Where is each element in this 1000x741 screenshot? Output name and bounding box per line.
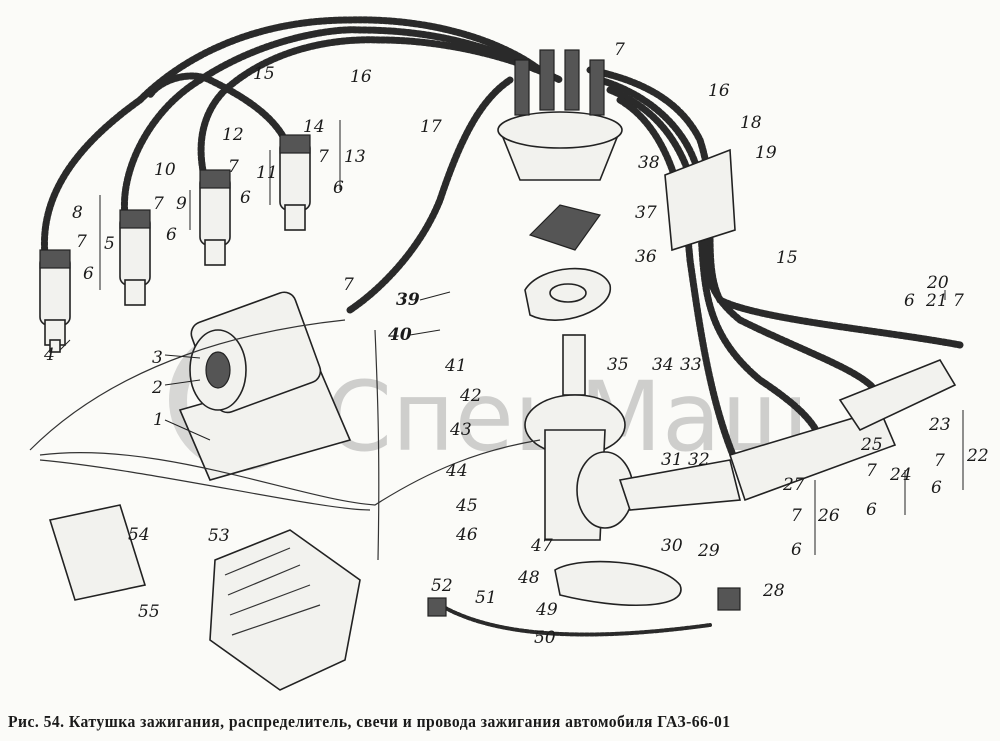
part-label: 14 [303,117,325,137]
part-label: 33 [680,355,702,375]
part-label: 26 [817,506,840,526]
part-label: 9 [176,194,187,214]
part-label: 19 [755,143,777,163]
part-label: 7 [343,275,354,295]
part-label: 5 [104,234,115,254]
part-label: 46 [455,525,478,545]
part-label: 6 [866,500,877,520]
part-label: 6 [83,264,94,284]
ignition-coil [178,291,352,481]
part-label: 2 [151,378,163,398]
part-label: 15 [253,64,275,84]
part-label: 6 [240,188,251,208]
part-label: 32 [688,450,710,470]
part-label: 34 [652,355,674,375]
part-label: 30 [661,536,683,556]
part-label: 47 [530,536,553,556]
part-label: 7 [934,451,945,471]
part-label: 36 [635,247,657,267]
part-label: 11 [256,163,278,183]
distributor-body [524,334,957,607]
spark-plug-13 [279,134,311,231]
part-label: 16 [350,67,372,87]
part-label: 41 [444,356,467,376]
part-label: 53 [208,526,230,546]
part-label: 1 [153,410,164,430]
part-label: 7 [228,157,239,177]
part-label: 6 [931,478,942,498]
part-label: 13 [344,147,366,167]
part-label: 29 [697,541,720,561]
part-label: 44 [445,461,468,481]
part-label: 39 [396,290,420,310]
part-label: 7 [791,506,802,526]
leader-lines [59,120,964,555]
part-label: 4 [43,345,55,365]
rotor [528,204,602,251]
part-label: 8 [72,203,83,223]
spark-plug-4 [39,249,71,353]
part-label: 6 [166,225,177,245]
part-label: 37 [635,203,657,223]
part-label: 24 [889,465,912,485]
part-label: 18 [740,113,762,133]
part-label: 45 [455,496,478,516]
part-label: 21 [925,291,948,311]
part-label: 31 [661,450,683,470]
part-label: 16 [708,81,730,101]
part-label: 7 [866,461,877,481]
lv-wires [29,319,541,561]
part-label: 51 [475,588,497,608]
part-label: 49 [535,600,558,620]
transistor-commutator [209,529,361,691]
part-label: 7 [153,194,164,214]
part-label: 20 [926,273,949,293]
part-label: 22 [966,446,989,466]
part-label: 43 [449,420,472,440]
part-label: 6 [904,291,915,311]
ignition-switch [48,504,147,601]
part-label: 17 [420,117,442,137]
part-label: 52 [431,576,453,596]
part-label: 7 [76,232,87,252]
part-label: 48 [517,568,540,588]
figure-caption: Рис. 54. Катушка зажигания, распределите… [8,712,731,731]
part-label: 10 [154,160,176,180]
part-label: 38 [638,153,660,173]
part-label: 7 [953,291,964,311]
part-label: 23 [928,415,951,435]
part-label: 25 [860,435,883,455]
part-label: 7 [318,147,329,167]
spark-plug-9 [119,209,151,306]
part-label: 6 [333,178,344,198]
part-label: 27 [782,475,805,495]
part-label: 42 [459,386,482,406]
part-label: 15 [776,248,798,268]
part-label: 55 [138,602,160,622]
part-labels: 15 16 7 16 17 18 19 38 14 7 13 6 12 7 11… [43,40,989,648]
distributor-cap [497,49,623,181]
part-label: 54 [128,525,150,545]
part-label: 40 [388,325,412,345]
vacuum-hose [438,603,712,637]
part-label: 3 [152,348,163,368]
part-label: 6 [791,540,802,560]
part-label: 12 [222,125,244,145]
part-label: 28 [762,581,785,601]
spark-plug-11 [199,169,231,266]
part-label: 50 [534,628,556,648]
wire-bracket [664,148,736,252]
part-label: 35 [607,355,629,375]
part-label: 7 [614,40,625,60]
hv-wires [40,16,964,464]
